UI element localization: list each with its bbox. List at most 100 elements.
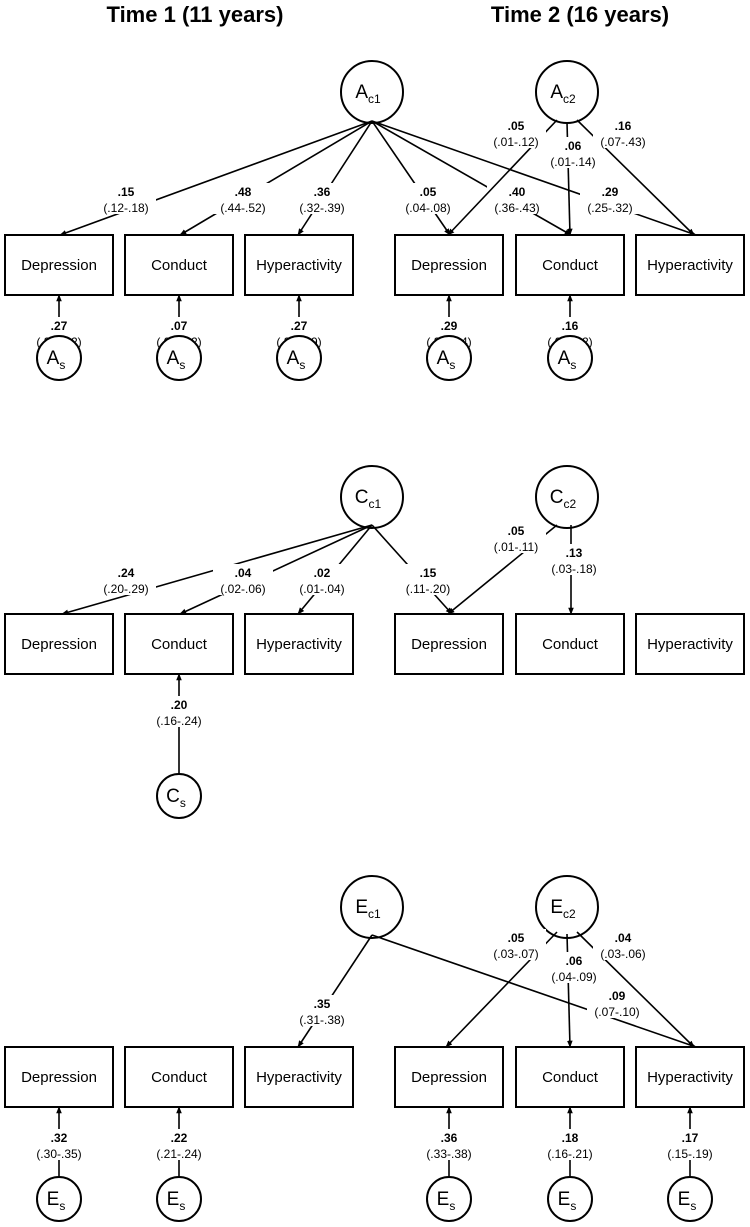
path-arrow xyxy=(59,120,373,236)
label-halo xyxy=(292,564,352,595)
label-halo xyxy=(29,1129,89,1160)
path-coefficient: .13 xyxy=(566,546,583,560)
label-halo xyxy=(292,183,352,214)
path-confidence-interval: (.01-.04) xyxy=(299,582,344,596)
specific-confidence-interval: (.33-.38) xyxy=(426,1147,471,1161)
specific-coefficient: .18 xyxy=(562,1131,579,1145)
path-coefficient: .05 xyxy=(508,931,525,945)
label-halo xyxy=(486,929,546,960)
path-coefficient: .35 xyxy=(314,997,331,1011)
path-arrow xyxy=(297,120,373,236)
path-coefficient: .05 xyxy=(508,524,525,538)
path-arrow xyxy=(371,120,451,236)
specific-factor-label: Es xyxy=(47,1189,66,1213)
label-halo xyxy=(486,117,546,148)
path-confidence-interval: (.44-.52) xyxy=(220,201,265,215)
label-halo xyxy=(398,564,458,595)
label-halo xyxy=(487,183,547,214)
path-coefficient: .15 xyxy=(118,185,135,199)
box-label: Hyperactivity xyxy=(256,257,342,274)
specific-coefficient: .20 xyxy=(171,698,188,712)
observed-box xyxy=(635,234,745,296)
common-factor-label: Ac2 xyxy=(550,82,576,106)
observed-box xyxy=(4,234,114,296)
path-arrow xyxy=(179,120,373,236)
observed-box xyxy=(394,234,504,296)
path-arrow xyxy=(371,120,697,236)
path-coefficient: .04 xyxy=(615,931,632,945)
box-label: Depression xyxy=(411,1069,487,1086)
path-coefficient: .16 xyxy=(615,119,632,133)
label-halo xyxy=(96,183,156,214)
path-coefficient: .06 xyxy=(566,954,583,968)
common-factor-label: Cc1 xyxy=(355,487,382,511)
box-label: Depression xyxy=(21,257,97,274)
common-factor-label: Ec1 xyxy=(355,897,381,921)
path-confidence-interval: (.31-.38) xyxy=(299,1013,344,1027)
specific-coefficient: .27 xyxy=(291,319,308,333)
path-coefficient: .36 xyxy=(314,185,331,199)
common-factor-circle xyxy=(340,875,404,939)
specific-coefficient: .32 xyxy=(51,1131,68,1145)
specific-factor-label: As xyxy=(167,348,186,372)
path-confidence-interval: (.01-.12) xyxy=(493,135,538,149)
specific-factor-label: As xyxy=(287,348,306,372)
specific-factor-circle xyxy=(36,335,82,381)
path-confidence-interval: (.07-.43) xyxy=(600,135,645,149)
box-label: Hyperactivity xyxy=(647,636,733,653)
path-arrow xyxy=(371,120,572,236)
path-coefficient: .02 xyxy=(314,566,331,580)
specific-factor-circle xyxy=(36,1176,82,1222)
path-confidence-interval: (.03-.18) xyxy=(551,562,596,576)
specific-confidence-interval: (.21-.24) xyxy=(156,1147,201,1161)
path-arrow xyxy=(566,933,573,1048)
specific-coefficient: .16 xyxy=(562,319,579,333)
path-confidence-interval: (.04-.08) xyxy=(405,201,450,215)
specific-factor-circle xyxy=(426,1176,472,1222)
path-confidence-interval: (.12-.18) xyxy=(103,201,148,215)
path-confidence-interval: (.03-.06) xyxy=(600,947,645,961)
path-coefficient: .24 xyxy=(118,566,135,580)
specific-coefficient: .27 xyxy=(51,319,68,333)
box-label: Depression xyxy=(21,636,97,653)
observed-box xyxy=(124,234,234,296)
box-label: Depression xyxy=(411,636,487,653)
specific-factor-circle xyxy=(547,335,593,381)
path-confidence-interval: (.25-.32) xyxy=(587,201,632,215)
observed-box xyxy=(244,1046,354,1108)
path-coefficient: .29 xyxy=(602,185,619,199)
box-label: Hyperactivity xyxy=(647,257,733,274)
specific-coefficient: .22 xyxy=(171,1131,188,1145)
specific-factor-circle xyxy=(156,773,202,819)
label-halo xyxy=(593,117,653,148)
path-coefficient: .05 xyxy=(420,185,437,199)
label-halo xyxy=(660,1129,720,1160)
common-factor-circle xyxy=(340,465,404,529)
label-halo xyxy=(419,1129,479,1160)
common-factor-label: Cc2 xyxy=(550,487,577,511)
observed-box xyxy=(124,1046,234,1108)
specific-factor-label: Cs xyxy=(166,786,186,810)
box-label: Conduct xyxy=(542,257,599,274)
observed-box xyxy=(394,1046,504,1108)
specific-factor-circle xyxy=(276,335,322,381)
label-halo xyxy=(292,995,352,1026)
box-label: Hyperactivity xyxy=(256,636,342,653)
specific-factor-circle xyxy=(547,1176,593,1222)
box-label: Conduct xyxy=(151,257,208,274)
label-halo xyxy=(486,522,546,553)
box-label: Conduct xyxy=(151,1069,208,1086)
path-coefficient: .40 xyxy=(509,185,526,199)
observed-box xyxy=(635,613,745,675)
specific-factor-label: Es xyxy=(558,1189,577,1213)
label-halo xyxy=(149,1129,209,1160)
box-label: Hyperactivity xyxy=(647,1069,733,1086)
specific-factor-circle xyxy=(156,1176,202,1222)
path-coefficient: .06 xyxy=(565,139,582,153)
time1-header: Time 1 (11 years) xyxy=(107,2,284,27)
path-confidence-interval: (.01-.14) xyxy=(550,155,595,169)
label-halo xyxy=(587,987,647,1018)
label-halo xyxy=(398,183,458,214)
specific-factor-circle xyxy=(426,335,472,381)
